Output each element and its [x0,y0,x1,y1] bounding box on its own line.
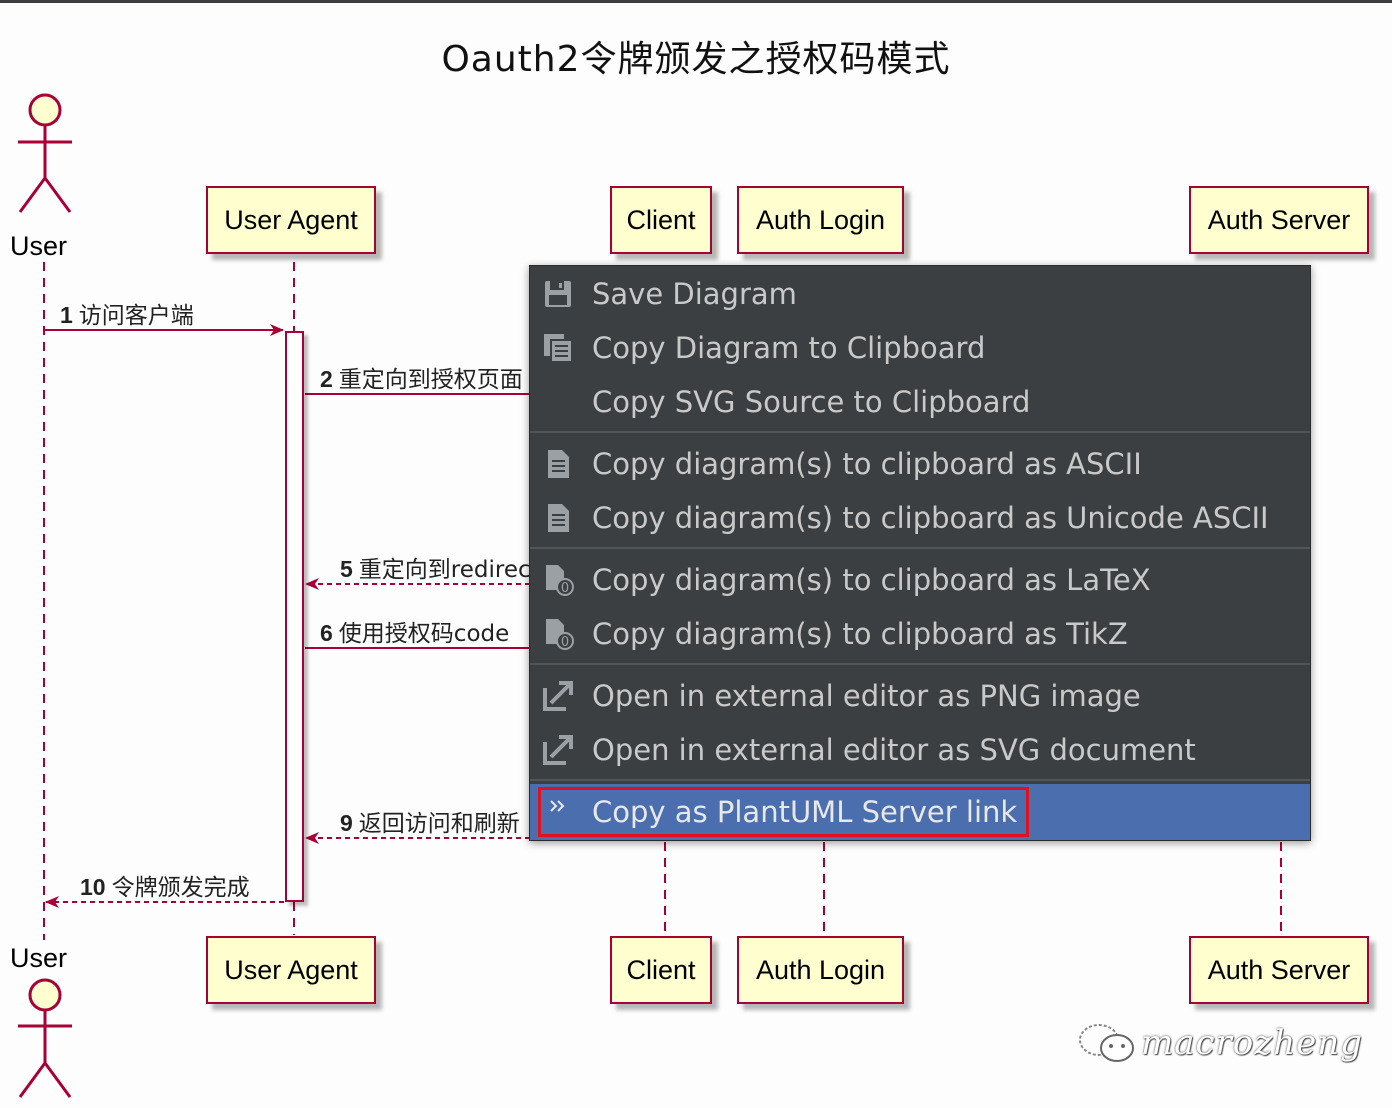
participant-client-top: Client [610,186,712,254]
user-actor-label-bottom: User [10,943,68,973]
participant-user-agent-top: User Agent [206,186,376,254]
menu-item-save-diagram[interactable]: Save Diagram [530,267,1310,321]
participant-auth-server-bottom: Auth Server [1189,936,1369,1004]
participant-user-agent-bottom: User Agent [206,936,376,1004]
annotation-highlight-box [538,787,1029,837]
diagram-title: Oauth2令牌颁发之授权码模式 [441,39,951,80]
menu-item-copy-ascii[interactable]: Copy diagram(s) to clipboard as ASCII [530,437,1310,491]
menu-separator [530,663,1310,665]
external-link-icon [542,734,574,766]
save-icon [542,278,574,310]
svg-text:0: 0 [561,581,569,596]
menu-item-copy-tikz[interactable]: 0 Copy diagram(s) to clipboard as TikZ [530,607,1310,661]
menu-item-open-png[interactable]: Open in external editor as PNG image [530,669,1310,723]
chevron-right-double-icon [542,790,574,822]
menu-separator [530,431,1310,433]
user-actor-bottom-icon [18,978,72,1098]
participant-auth-server-top: Auth Server [1189,186,1369,254]
menu-item-copy-plantuml-link[interactable]: Copy as PlantUML Server link [530,784,1310,840]
menu-item-copy-svg-source[interactable]: Copy SVG Source to Clipboard [592,385,1031,419]
text-file-icon [542,448,574,480]
svg-text:0: 0 [561,635,569,650]
text-file-icon [542,502,574,534]
menu-item-open-svg[interactable]: Open in external editor as SVG document [530,723,1310,777]
menu-item-copy-unicode-ascii[interactable]: Copy diagram(s) to clipboard as Unicode … [530,491,1310,545]
user-actor-top-icon [18,93,72,213]
menu-separator [530,779,1310,781]
window-top-border [0,0,1392,3]
latex-file-icon: 0 [542,564,574,596]
watermark: macrozheng [1075,1020,1363,1066]
user-agent-activation-bar [285,331,304,902]
copy-icon [542,332,574,364]
menu-item-copy-latex[interactable]: 0 Copy diagram(s) to clipboard as LaTeX [530,553,1310,607]
user-actor-label-top: User [10,231,68,261]
watermark-text: macrozheng [1141,1023,1363,1063]
menu-item-copy-diagram[interactable]: Copy Diagram to Clipboard [530,321,1310,375]
external-link-icon [542,680,574,712]
participant-auth-login-top: Auth Login [737,186,904,254]
wechat-icon [1079,1024,1134,1062]
participant-auth-login-bottom: Auth Login [737,936,904,1004]
context-menu: Save Diagram Copy Diagram to Clipboard C… [529,265,1311,841]
participant-client-bottom: Client [610,936,712,1004]
menu-separator [530,547,1310,549]
latex-file-icon: 0 [542,618,574,650]
